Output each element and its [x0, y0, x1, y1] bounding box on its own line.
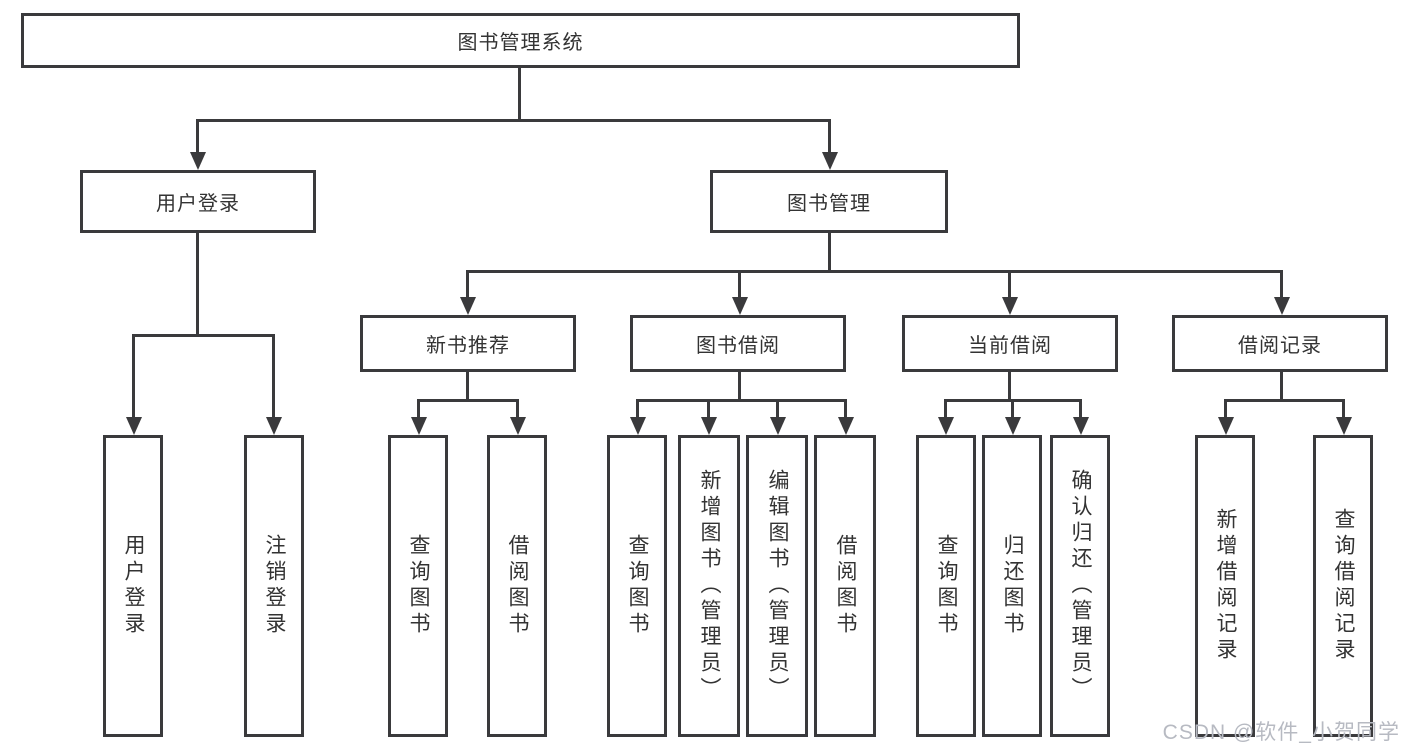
arrowhead-down-icon — [1274, 297, 1290, 315]
arrowhead-down-icon — [126, 417, 142, 435]
connector-line — [417, 399, 519, 402]
arrowhead-down-icon — [732, 297, 748, 315]
arrowhead-down-icon — [1002, 297, 1018, 315]
connector-line — [1008, 372, 1011, 402]
connector-line — [738, 372, 741, 402]
leaf-query-books-borrowing: 查询图书 — [607, 435, 667, 737]
node-borrowing-records: 借阅记录 — [1172, 315, 1388, 372]
node-label: 查询借阅记录 — [1332, 508, 1355, 664]
leaf-borrow-books-recommend: 借阅图书 — [487, 435, 547, 737]
connector-line — [738, 270, 741, 299]
arrowhead-down-icon — [460, 297, 476, 315]
leaf-user-login: 用户登录 — [103, 435, 163, 737]
connector-line — [1079, 399, 1082, 419]
connector-line — [132, 334, 135, 419]
node-label: 查询图书 — [935, 534, 958, 638]
node-label: 借阅图书 — [506, 534, 529, 638]
node-current-borrowing: 当前借阅 — [902, 315, 1118, 372]
connector-line — [1224, 399, 1345, 402]
connector-line — [516, 399, 519, 419]
node-label: 当前借阅 — [968, 335, 1052, 357]
leaf-logout: 注销登录 — [244, 435, 304, 737]
node-label: 编辑图书（管理员） — [766, 469, 789, 703]
leaf-add-borrow-record: 新增借阅记录 — [1195, 435, 1255, 737]
node-label: 新书推荐 — [426, 335, 510, 357]
connector-line — [417, 399, 420, 419]
leaf-edit-books-admin: 编辑图书（管理员） — [746, 435, 808, 737]
connector-line — [944, 399, 947, 419]
node-label: 归还图书 — [1001, 534, 1024, 638]
node-label: 新增借阅记录 — [1214, 508, 1237, 664]
connector-line — [636, 399, 847, 402]
connector-line — [828, 119, 831, 154]
connector-line — [466, 270, 469, 299]
connector-line — [196, 119, 831, 122]
leaf-query-borrow-record: 查询借阅记录 — [1313, 435, 1373, 737]
connector-line — [196, 119, 199, 154]
arrowhead-down-icon — [938, 417, 954, 435]
arrowhead-down-icon — [1218, 417, 1234, 435]
connector-line — [466, 372, 469, 402]
connector-line — [707, 399, 710, 419]
node-label: 图书管理 — [787, 193, 871, 215]
arrowhead-down-icon — [190, 152, 206, 170]
connector-line — [1280, 372, 1283, 402]
node-label: 查询图书 — [407, 534, 430, 638]
connector-line — [844, 399, 847, 419]
arrowhead-down-icon — [770, 417, 786, 435]
node-label: 图书管理系统 — [457, 32, 584, 54]
node-book-management: 图书管理 — [710, 170, 948, 233]
node-label: 借阅记录 — [1238, 335, 1322, 357]
node-label: 确认归还（管理员） — [1069, 469, 1092, 703]
connector-line — [636, 399, 639, 419]
node-root-library-management-system: 图书管理系统 — [21, 13, 1020, 68]
node-label: 借阅图书 — [834, 534, 857, 638]
arrowhead-down-icon — [630, 417, 646, 435]
connector-line — [828, 233, 831, 273]
connector-line — [518, 68, 521, 122]
node-label: 查询图书 — [626, 534, 649, 638]
csdn-watermark: CSDN @软件_小贺同学 — [1162, 721, 1400, 744]
leaf-return-books: 归还图书 — [982, 435, 1042, 737]
arrowhead-down-icon — [838, 417, 854, 435]
connector-line — [1280, 270, 1283, 299]
connector-line — [132, 334, 275, 337]
leaf-borrow-books: 借阅图书 — [814, 435, 876, 737]
leaf-query-books-current: 查询图书 — [916, 435, 976, 737]
arrowhead-down-icon — [1073, 417, 1089, 435]
node-label: 用户登录 — [122, 534, 145, 638]
connector-line — [1011, 399, 1014, 419]
node-label: 用户登录 — [156, 193, 240, 215]
connector-line — [1342, 399, 1345, 419]
node-label: 注销登录 — [263, 534, 286, 638]
arrowhead-down-icon — [411, 417, 427, 435]
connector-line — [776, 399, 779, 419]
arrowhead-down-icon — [510, 417, 526, 435]
arrowhead-down-icon — [701, 417, 717, 435]
connector-line — [1224, 399, 1227, 419]
arrowhead-down-icon — [822, 152, 838, 170]
leaf-query-books-recommend: 查询图书 — [388, 435, 448, 737]
node-new-book-recommendation: 新书推荐 — [360, 315, 576, 372]
connector-line — [196, 233, 199, 337]
arrowhead-down-icon — [266, 417, 282, 435]
connector-line — [1008, 270, 1011, 299]
node-book-borrowing: 图书借阅 — [630, 315, 846, 372]
node-user-login: 用户登录 — [80, 170, 316, 233]
leaf-add-books-admin: 新增图书（管理员） — [678, 435, 740, 737]
arrowhead-down-icon — [1336, 417, 1352, 435]
connector-line — [272, 334, 275, 419]
connector-line — [466, 270, 1283, 273]
node-label: 新增图书（管理员） — [698, 469, 721, 703]
node-label: 图书借阅 — [696, 335, 780, 357]
arrowhead-down-icon — [1005, 417, 1021, 435]
leaf-confirm-return-admin: 确认归还（管理员） — [1050, 435, 1110, 737]
